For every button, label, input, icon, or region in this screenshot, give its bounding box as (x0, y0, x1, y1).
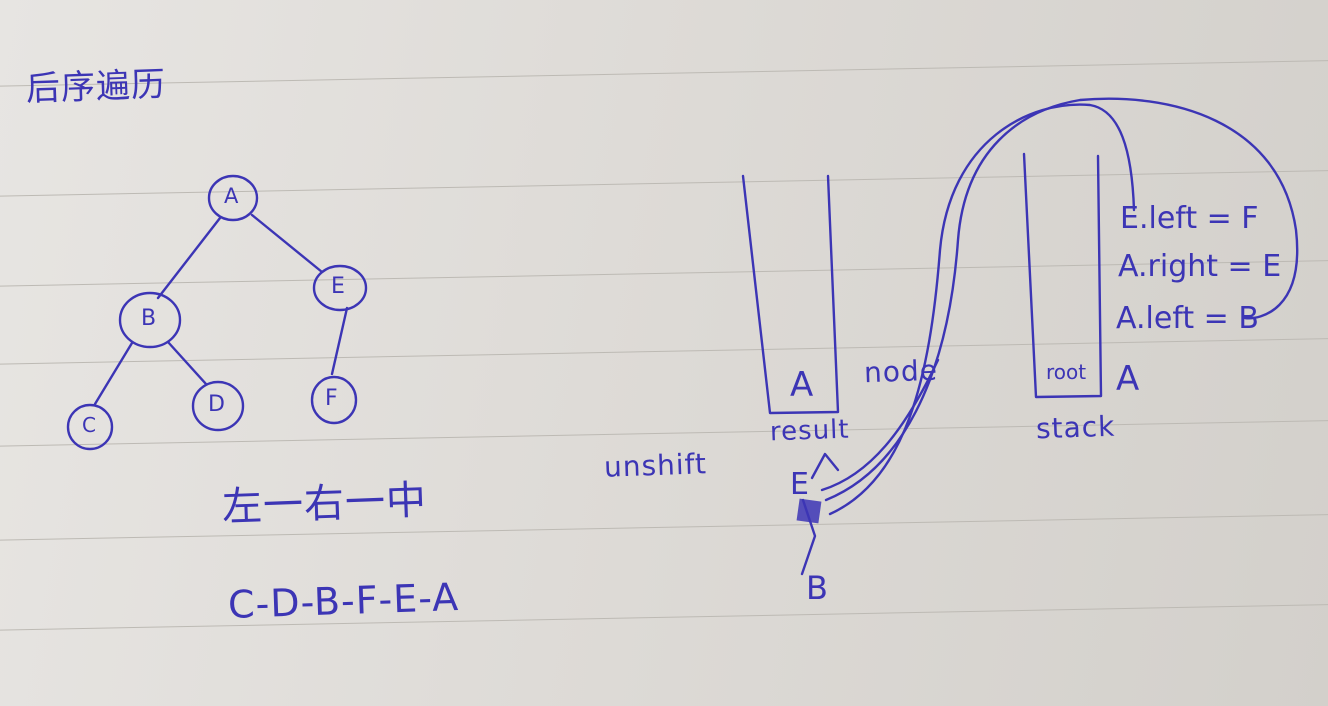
result-label: result (769, 414, 851, 448)
tree-node-circle (312, 264, 368, 312)
tree-edge (93, 341, 134, 406)
list-item-b: B (806, 569, 828, 607)
tree-node-label: D (208, 392, 225, 417)
tree-edge (330, 306, 349, 376)
loop-arrow-path (824, 97, 1299, 502)
result-item: A (790, 365, 814, 405)
arrow-up-path (810, 452, 840, 480)
list-item-e: E (790, 467, 809, 502)
stack-label: stack (1035, 409, 1116, 446)
tree-node-label: F (325, 386, 338, 411)
tree-node-circle (118, 291, 182, 349)
tree-node-circle (310, 375, 358, 425)
tree-node-circle (191, 380, 245, 432)
stack-item: root (1046, 360, 1087, 384)
loop-arrow-path (820, 358, 940, 492)
tree-node-label: C (82, 413, 96, 437)
scribble-mark (796, 498, 822, 524)
loop-arrow-path (828, 103, 1136, 516)
tree-edge (250, 213, 324, 274)
tree-node-label: E (331, 274, 345, 299)
note-line: A.right = E (1118, 249, 1282, 284)
order-rule: 左一右一中 (221, 477, 428, 531)
node-label: node (863, 353, 939, 390)
unshift-label: unshift (603, 447, 708, 484)
tree-node-circle (66, 403, 114, 451)
tree-node-circle (207, 174, 259, 222)
result-container (741, 174, 840, 415)
page-heading: 后序遍历 (25, 64, 167, 110)
tree-node-label: B (141, 306, 157, 331)
note-line: E.left = F (1120, 201, 1259, 236)
stack-container (1022, 152, 1103, 399)
tree-edge (156, 216, 222, 300)
note-line: A.left = B (1116, 301, 1259, 336)
tree-node-label: A (224, 184, 239, 208)
traversal-sequence: C-D-B-F-E-A (227, 574, 460, 628)
stack-value: A (1116, 359, 1140, 399)
tree-edge (166, 340, 208, 386)
